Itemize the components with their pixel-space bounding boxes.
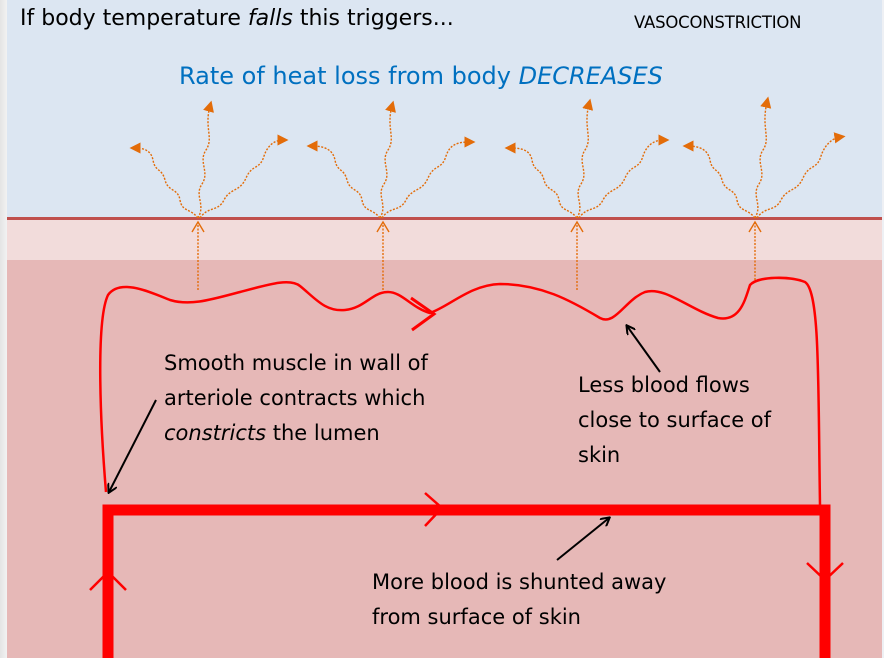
annotation-line: arteriole contracts which: [164, 386, 426, 410]
heat-radiation-group-3: [504, 98, 670, 290]
epidermis-layer: [7, 220, 884, 260]
annotation-less-blood: Less blood flows close to surface of ski…: [578, 368, 771, 473]
title-suffix: this triggers...: [292, 6, 454, 31]
subtitle-prefix: Rate of heat loss from body: [179, 62, 519, 90]
annotation-line: constricts the lumen: [164, 416, 428, 451]
pointer-arrow-icon: [556, 518, 609, 561]
flow-arrow-icon: [424, 492, 444, 527]
subtitle: Rate of heat loss from body DECREASES: [179, 62, 663, 90]
skin-surface-line: [7, 217, 884, 220]
heat-radiation-group-4: [682, 96, 846, 280]
title-emphasis: falls: [247, 6, 293, 31]
annotation-line: Less blood flows: [578, 373, 750, 397]
annotation-emphasis: constricts: [164, 421, 267, 445]
right-edge: [882, 0, 884, 658]
flow-arrow-icon: [410, 296, 437, 332]
surface-capillary-loop: [98, 276, 822, 506]
flow-arrow-icon: [806, 562, 844, 582]
wavy-heat-arrow-icon: [197, 100, 214, 219]
wavy-heat-arrow-icon: [199, 134, 289, 219]
page-title: If body temperature falls this triggers.…: [20, 6, 454, 31]
air-region: [7, 0, 884, 218]
pointer-arrow-icon: [627, 326, 661, 373]
heat-radiation-group-2: [306, 100, 476, 290]
annotation-line: More blood is shunted away: [372, 570, 667, 594]
pointer-arrow-icon: [109, 399, 157, 492]
annotation-line: Smooth muscle in wall of: [164, 351, 428, 375]
annotation-line: skin: [578, 443, 621, 467]
annotation-line: from surface of skin: [372, 605, 581, 629]
left-edge: [0, 0, 7, 658]
subtitle-emphasis: DECREASES: [518, 62, 663, 90]
shunt-vessel: [102, 504, 831, 658]
heat-radiation-group-1: [129, 100, 289, 290]
process-tag: VASOCONSTRICTION: [634, 13, 802, 32]
annotation-suffix: the lumen: [266, 421, 380, 445]
flow-arrow-icon: [89, 570, 127, 591]
annotation-more-blood: More blood is shunted away from surface …: [372, 565, 666, 635]
annotation-smooth-muscle: Smooth muscle in wall of arteriole contr…: [164, 346, 428, 451]
title-prefix: If body temperature: [20, 6, 248, 31]
annotation-line: close to surface of: [578, 408, 772, 432]
wavy-heat-arrow-icon: [129, 142, 199, 219]
dermis-layer: [7, 260, 884, 658]
